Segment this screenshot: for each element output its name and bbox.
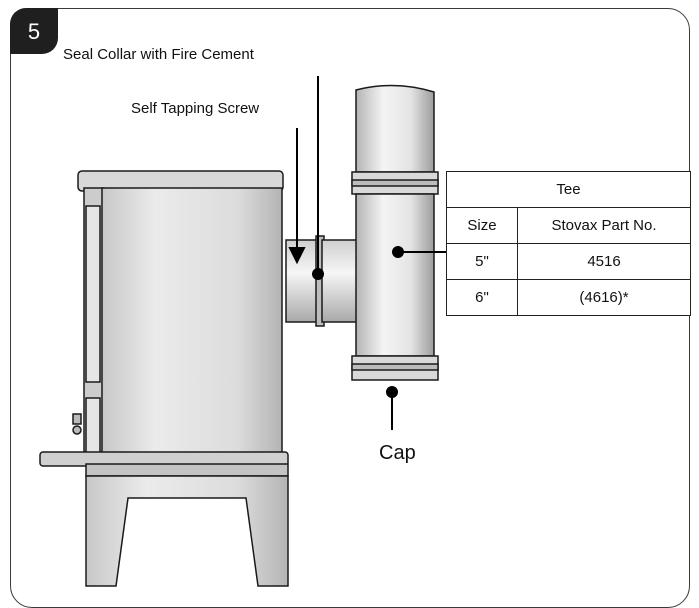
- screw-arrow-head: [288, 247, 306, 265]
- row-size: 5": [446, 243, 518, 280]
- step-number: 5: [27, 19, 41, 44]
- table-row: 6" (4616)*: [446, 279, 691, 316]
- row-part-no: 4516: [517, 243, 691, 280]
- stove: [39, 170, 289, 587]
- row-part-no: (4616)*: [517, 279, 691, 316]
- table-header-row: Size Stovax Part No.: [446, 207, 691, 244]
- header-size: Size: [446, 207, 518, 244]
- cap-label: Cap: [379, 442, 416, 464]
- row-size: 6": [446, 279, 518, 316]
- table-title: Tee: [446, 171, 691, 208]
- callout-leaders: [288, 76, 446, 430]
- seal-collar-dot: [312, 268, 324, 280]
- step-number-badge: 5: [10, 8, 58, 54]
- header-part-no: Stovax Part No.: [517, 207, 691, 244]
- seal-collar-label: Seal Collar with Fire Cement: [63, 46, 254, 63]
- table-title-row: Tee: [446, 171, 691, 208]
- table-row: 5" 4516: [446, 243, 691, 280]
- stove-flue-illustration: [39, 76, 446, 587]
- tee-pipe: [351, 84, 439, 381]
- tee-part-table: Tee Size Stovax Part No. 5" 4516 6" (461…: [446, 171, 691, 316]
- self-tapping-screw-label: Self Tapping Screw: [131, 100, 260, 117]
